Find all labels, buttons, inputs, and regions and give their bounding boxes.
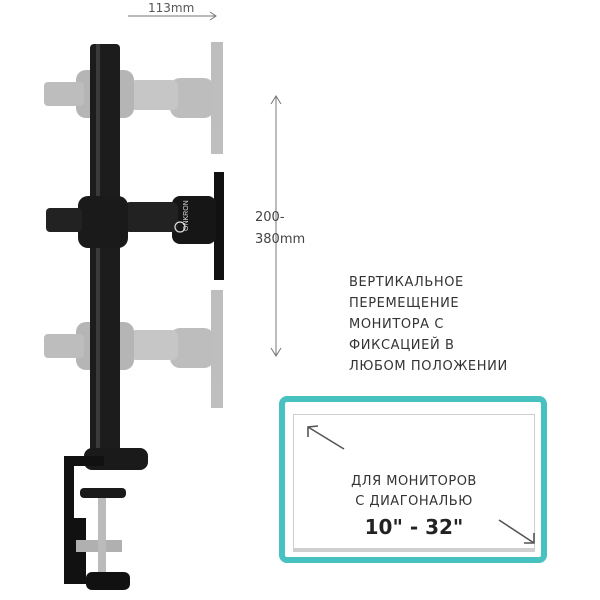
brand-label: ONKRON <box>183 200 190 231</box>
vesa-dimension-label: 200- 380mm <box>255 207 305 251</box>
width-dimension-arrow <box>128 11 217 21</box>
feature-line: ЛЮБОМ ПОЛОЖЕНИИ <box>349 359 508 374</box>
feature-line: ПЕРЕМЕЩЕНИЕ <box>349 296 460 311</box>
feature-line: ВЕРТИКАЛЬНОЕ <box>349 275 464 290</box>
screen-caption-line1: ДЛЯ МОНИТОРОВ <box>351 474 477 489</box>
ghost-upper-arm <box>44 42 223 154</box>
diagonal-arrow-bottom-right-icon <box>498 519 535 544</box>
screen-size-card: ДЛЯ МОНИТОРОВ С ДИАГОНАЛЬЮ 10" - 32" <box>279 396 547 563</box>
screen-outline: ДЛЯ МОНИТОРОВ С ДИАГОНАЛЬЮ 10" - 32" <box>293 414 535 552</box>
onkron-logo-icon <box>174 221 186 233</box>
width-dimension-label: 113mm <box>148 1 195 15</box>
active-arm <box>46 172 224 280</box>
feature-description: ВЕРТИКАЛЬНОЕ ПЕРЕМЕЩЕНИЕ МОНИТОРА С ФИКС… <box>349 272 508 377</box>
vesa-dimension-arrow <box>270 95 282 357</box>
desk-clamp <box>64 448 148 590</box>
ghost-lower-arm <box>44 290 223 408</box>
screen-size-range: 10" - 32" <box>364 515 464 539</box>
mount-pole <box>90 44 120 464</box>
vesa-dimension-line2: 380mm <box>255 232 306 247</box>
diagonal-arrow-top-left-icon <box>307 425 345 450</box>
feature-line: ФИКСАЦИЕЙ В <box>349 338 455 353</box>
screen-caption-line2: С ДИАГОНАЛЬЮ <box>355 494 473 509</box>
screen-size-caption: ДЛЯ МОНИТОРОВ С ДИАГОНАЛЬЮ <box>294 472 534 512</box>
feature-line: МОНИТОРА С <box>349 317 445 332</box>
diagonal-arrows <box>307 425 535 544</box>
vesa-dimension-line1: 200- <box>255 210 285 225</box>
